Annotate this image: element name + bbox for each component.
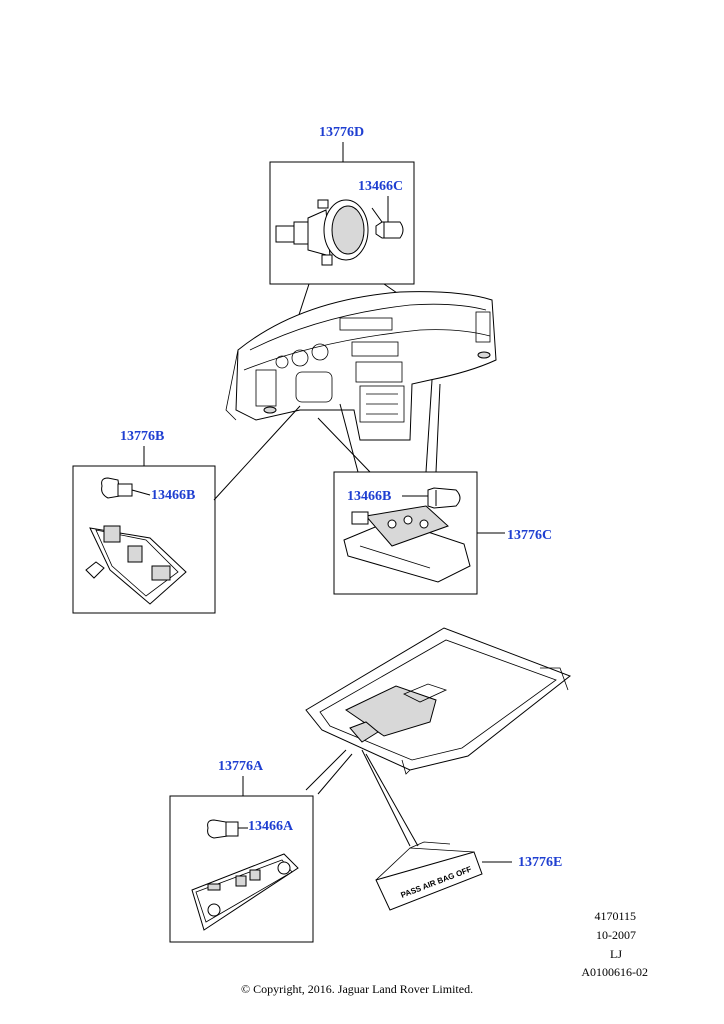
callout-13466C[interactable]: 13466C bbox=[358, 179, 404, 194]
box-13776B bbox=[72, 446, 216, 614]
part-13776E-airbag-indicator bbox=[375, 841, 512, 911]
ref-number: 4170115 bbox=[594, 909, 636, 923]
bulb-13466B-right bbox=[402, 487, 461, 509]
copyright: © Copyright, 2016. Jaguar Land Rover Lim… bbox=[241, 982, 474, 996]
box-13776C bbox=[333, 471, 505, 595]
callout-13776E[interactable]: 13776E bbox=[518, 855, 563, 870]
initials: LJ bbox=[610, 947, 622, 961]
lamp-13776B-illustration bbox=[85, 525, 187, 605]
callout-13776A[interactable]: 13776A bbox=[218, 759, 264, 774]
callout-13466B-left[interactable]: 13466B bbox=[151, 488, 196, 503]
callout-13776B[interactable]: 13776B bbox=[120, 429, 165, 444]
callout-13776C[interactable]: 13776C bbox=[507, 528, 553, 543]
callout-13776D[interactable]: 13776D bbox=[319, 125, 365, 140]
bulb-13466B-left bbox=[101, 477, 151, 499]
box-13776D bbox=[269, 142, 415, 285]
date: 10-2007 bbox=[596, 928, 636, 942]
lamp-13776D-illustration bbox=[275, 199, 404, 266]
headliner-illustration bbox=[305, 627, 572, 775]
lamp-13776A-illustration bbox=[191, 853, 299, 931]
illustration-id: A0100616-02 bbox=[581, 965, 648, 979]
bulb-13466A bbox=[207, 819, 248, 839]
lamp-13776C-illustration bbox=[343, 505, 471, 583]
callout-13466B-right[interactable]: 13466B bbox=[347, 489, 392, 504]
box-13776A bbox=[169, 776, 314, 943]
dashboard-illustration bbox=[225, 291, 497, 441]
callout-13466A[interactable]: 13466A bbox=[248, 819, 294, 834]
